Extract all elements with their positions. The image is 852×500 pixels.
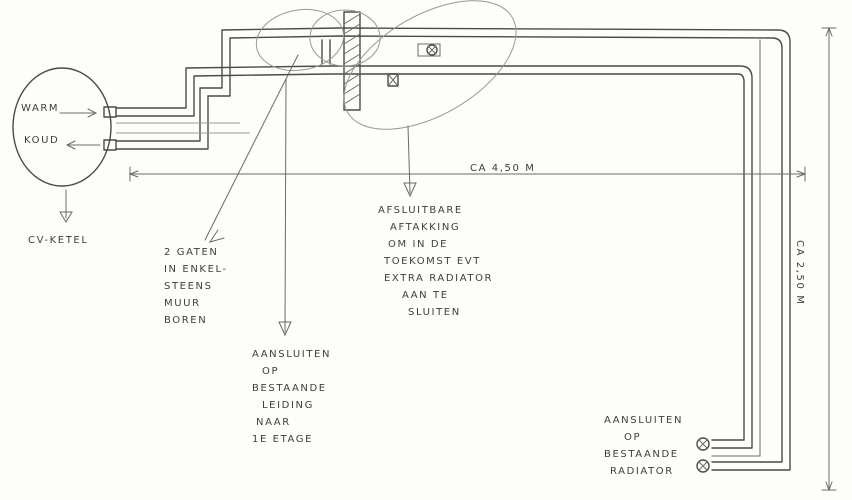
label-aansluiten-radiator: AANSLUITEN OP BESTAANDE RADIATOR — [604, 412, 683, 480]
arrow-gaten — [208, 229, 225, 243]
gaten-line: 2 GATEN — [164, 247, 219, 258]
gaten-line: IN ENKEL- — [164, 264, 228, 275]
radiator-valves — [696, 437, 710, 473]
wall — [343, 11, 361, 111]
valve-top — [417, 43, 441, 57]
boiler-arrow — [59, 189, 73, 223]
koud-arrow — [65, 140, 101, 150]
aftakking-line: EXTRA RADIATOR — [384, 273, 494, 284]
leader-leiding — [278, 79, 292, 337]
aftakking-line: SLUITEN — [408, 307, 461, 318]
gaten-line: MUUR — [164, 298, 201, 309]
leiding-line: AANSLUITEN — [252, 349, 332, 360]
gaten-line: BOREN — [164, 315, 208, 326]
label-aftakking: AFSLUITBARE AFTAKKING OM IN DE TOEKOMST … — [378, 202, 493, 321]
leiding-line: 1E ETAGE — [252, 434, 314, 445]
tee-branch — [321, 39, 331, 65]
aftakking-line: TOEKOMST EVT — [384, 256, 481, 267]
leiding-line: OP — [262, 366, 280, 377]
label-cv-ketel: CV-KETEL — [28, 235, 89, 246]
koud-connector — [103, 139, 117, 151]
label-warm: WARM — [21, 103, 60, 114]
detail-circle-left — [255, 8, 345, 72]
boiler-circle — [12, 67, 112, 187]
radiator-line: AANSLUITEN — [604, 415, 684, 426]
radiator-line: RADIATOR — [610, 466, 674, 477]
label-gaten: 2 GATEN IN ENKEL- STEENS MUUR BOREN — [164, 244, 228, 329]
leiding-line: BESTAANDE — [252, 383, 327, 394]
radiator-line: OP — [624, 432, 642, 443]
koud-pipe — [115, 27, 791, 471]
label-koud: KOUD — [24, 135, 60, 146]
warm-connector — [103, 106, 117, 118]
detail-circle-mid — [309, 9, 381, 67]
label-aansluiten-leiding: AANSLUITEN OP BESTAANDE LEIDING NAAR 1E … — [252, 346, 331, 448]
dim-horizontal-label: CA 4,50 M — [470, 163, 536, 174]
detail-circle-right — [343, 0, 517, 130]
aftakking-line: AFSLUITBARE — [378, 205, 463, 216]
dim-horizontal — [128, 166, 807, 182]
leader-gaten — [204, 54, 299, 241]
radiator-line: BESTAANDE — [604, 449, 679, 460]
warm-pipe — [115, 65, 753, 449]
dim-vertical — [821, 26, 837, 492]
leader-aftakking — [403, 125, 417, 198]
leiding-line: NAAR — [256, 417, 291, 428]
inner-pipes — [116, 122, 250, 134]
aftakking-line: AAN TE — [402, 290, 449, 301]
leiding-line: LEIDING — [262, 400, 314, 411]
aftakking-line: AFTAKKING — [390, 222, 461, 233]
dim-vertical-label: CA 2,50 M — [794, 240, 805, 306]
gaten-line: STEENS — [164, 281, 213, 292]
warm-arrow — [59, 108, 98, 118]
valve-lower — [387, 73, 399, 87]
aftakking-line: OM IN DE — [388, 239, 449, 250]
